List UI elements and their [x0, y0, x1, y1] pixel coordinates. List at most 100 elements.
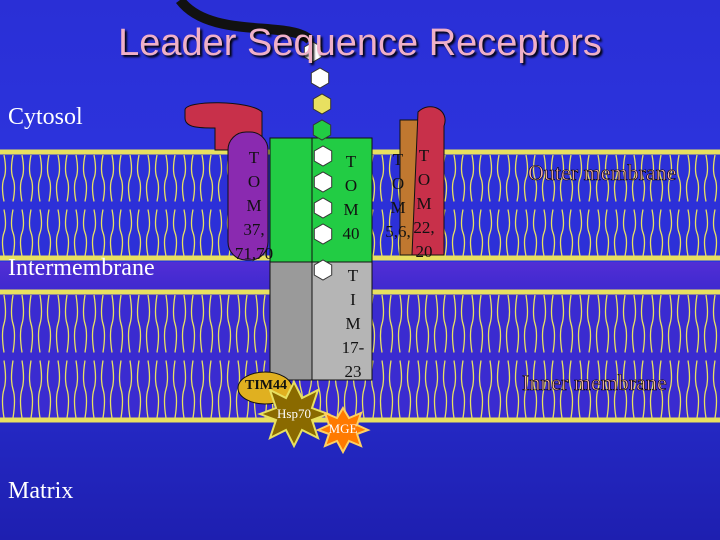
tom5-line-4: 5,6,: [385, 222, 411, 241]
inner-lipid-tail-lower: [460, 360, 466, 419]
tim17-23-label: T I M 17- 23: [336, 264, 370, 384]
outer-lipid-tail-upper: [694, 154, 700, 202]
inner-lipid-tail-upper: [181, 294, 187, 353]
inner-lipid-tail-lower: [208, 360, 214, 419]
outer-lipid-tail-lower: [10, 209, 16, 257]
outer-lipid-tail-lower: [703, 209, 709, 257]
inner-lipid-tail-lower: [613, 360, 619, 419]
inner-lipid-tail-lower: [622, 360, 628, 419]
outer-lipid-tail-lower: [613, 209, 619, 257]
mge-star: [315, 406, 371, 455]
inner-lipid-tail-upper: [19, 294, 25, 353]
outer-lipid-tail-upper: [532, 154, 538, 202]
inner-lipid-tail-upper: [703, 294, 709, 353]
slide-title: Leader Sequence Receptors: [118, 22, 602, 64]
outer-lipid-tail-lower: [208, 209, 214, 257]
inner-lipid-tail-lower: [505, 360, 511, 419]
outer-lipid-tail-lower: [604, 209, 610, 257]
outer-lipid-tail-lower: [568, 209, 574, 257]
inner-lipid-tail-lower: [10, 360, 16, 419]
outer-lipid-tail-lower: [127, 209, 133, 257]
tim17-channel-left: [269, 261, 313, 381]
tom5-line-2: O: [391, 174, 405, 193]
inner-lipid-tail-upper: [541, 294, 547, 353]
outer-lipid-tail-lower: [559, 209, 565, 257]
inner-lipid-tail-lower: [136, 360, 142, 419]
outer-lipid-tail-upper: [640, 154, 646, 202]
inner-lipid-tail-upper: [604, 294, 610, 353]
outer-lipid-tail-upper: [127, 154, 133, 202]
outer-lipid-tail-upper: [568, 154, 574, 202]
outer-lipid-tail-lower: [109, 209, 115, 257]
outer-lipid-tail-upper: [145, 154, 151, 202]
inner-lipid-tail-lower: [469, 360, 475, 419]
outer-lipid-tail-upper: [217, 154, 223, 202]
inner-lipid-tail-lower: [73, 360, 79, 419]
inner-lipid-tail-upper: [442, 294, 448, 353]
inner-lipid-tail-lower: [604, 360, 610, 419]
inner-lipid-tail-upper: [658, 294, 664, 353]
label-outer-membrane: Outer membrane: [528, 160, 677, 186]
outer-lipid-tail-upper: [631, 154, 637, 202]
inner-lipid-tail-lower: [685, 360, 691, 419]
outer-lipid-tail-upper: [118, 154, 124, 202]
inner-lipid-tail-upper: [712, 294, 718, 353]
inner-lipid-tail-upper: [190, 294, 196, 353]
outer-lipid-tail-lower: [190, 209, 196, 257]
inner-lipid-tail-lower: [154, 360, 160, 419]
inner-lipid-tail-lower: [487, 360, 493, 419]
inner-lipid-tail-upper: [46, 294, 52, 353]
outer-lipid-tail-upper: [37, 154, 43, 202]
inner-lipid-tail-upper: [406, 294, 412, 353]
outer-lipid-tail-upper: [478, 154, 484, 202]
outer-lipid-tail-upper: [586, 154, 592, 202]
tom37-line-1: T: [248, 148, 260, 167]
inner-lipid-tail-upper: [550, 294, 556, 353]
inner-lipid-tail-upper: [262, 294, 268, 353]
outer-lipid-tail-upper: [676, 154, 682, 202]
inner-lipid-tail-lower: [424, 360, 430, 419]
inner-lipid-tail-upper: [577, 294, 583, 353]
inner-lipid-tail-lower: [550, 360, 556, 419]
outer-lipid-tail-upper: [469, 154, 475, 202]
inner-lipid-tail-lower: [577, 360, 583, 419]
label-intermembrane: Intermembrane: [8, 255, 155, 281]
precursor-chain-tail: [176, 0, 314, 45]
outer-lipid-tail-upper: [64, 154, 70, 202]
inner-lipid-tail-upper: [568, 294, 574, 353]
inner-lipid-tail-upper: [226, 294, 232, 353]
outer-lipid-tail-lower: [217, 209, 223, 257]
inner-lipid-tail-lower: [523, 360, 529, 419]
outer-lipid-tail-lower: [28, 209, 34, 257]
inner-lipid-tail-upper: [253, 294, 259, 353]
tim-line-5: 23: [344, 362, 362, 381]
label-inner-membrane: Inner membrane: [522, 370, 667, 396]
inner-lipid-tail-lower: [478, 360, 484, 419]
inner-lipid-tail-lower: [667, 360, 673, 419]
precursor-residue-7: [313, 197, 333, 219]
outer-lipid-tail-lower: [379, 209, 385, 257]
outer-lipid-tail-upper: [82, 154, 88, 202]
inner-lipid-tail-upper: [613, 294, 619, 353]
inner-lipid-tail-lower: [442, 360, 448, 419]
outer-lipid-tail-upper: [91, 154, 97, 202]
precursor-residue-3: [312, 93, 332, 115]
tim-line-2: I: [350, 290, 356, 309]
tom22-line-3: M: [416, 194, 432, 213]
outer-lipid-tail-lower: [478, 209, 484, 257]
inner-lipid-tail-lower: [91, 360, 97, 419]
tom37-line-4: 37,: [243, 220, 265, 239]
inner-lipid-tail-lower: [172, 360, 178, 419]
tom22-line-4: 22,: [413, 218, 435, 237]
inner-lipid-tail-upper: [37, 294, 43, 353]
inner-lipid-tail-upper: [208, 294, 214, 353]
inner-lipid-tail-upper: [415, 294, 421, 353]
inner-lipid-tail-upper: [451, 294, 457, 353]
outer-lipid-tail-upper: [181, 154, 187, 202]
outer-lipid-tail-upper: [1, 154, 7, 202]
outer-lipid-tail-lower: [19, 209, 25, 257]
outer-lipid-tail-lower: [514, 209, 520, 257]
inner-lipid-tail-upper: [649, 294, 655, 353]
outer-lipid-tail-lower: [622, 209, 628, 257]
